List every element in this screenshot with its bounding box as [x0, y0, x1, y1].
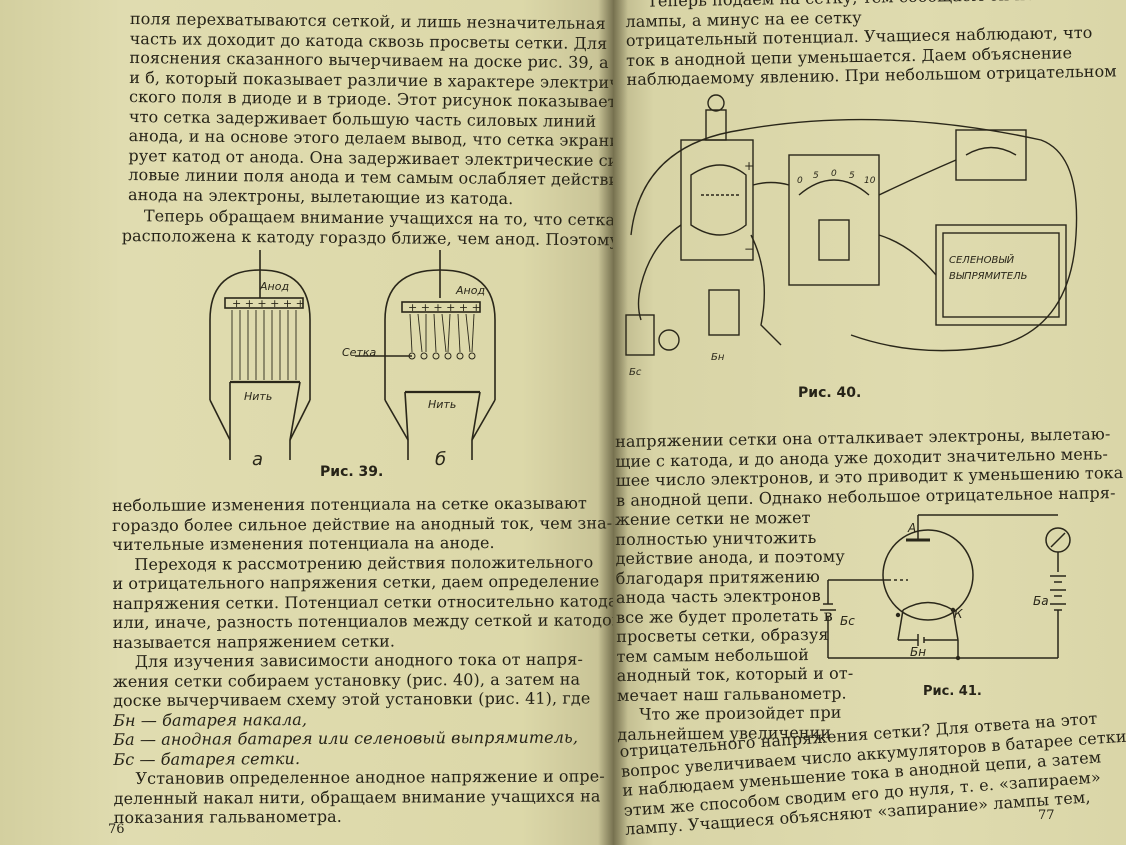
lamp-bulb	[690, 164, 747, 236]
text-line: жение сетки не может	[615, 507, 811, 529]
text-line: небольшие изменения потенциала на сетке …	[112, 493, 587, 515]
scale-mark: 0	[797, 176, 803, 186]
text-line: или, иначе, разность потенциалов между с…	[112, 610, 613, 632]
battery-bn	[708, 289, 740, 336]
text-line: чительные изменения потенциала на аноде.	[112, 532, 495, 554]
page-number-right: 77	[1038, 808, 1055, 823]
right-page: Теперь подаем на сетку, тем сообщаем ей …	[613, 0, 1126, 845]
minus-sign: −	[744, 242, 754, 256]
text-line: доске вычерчиваем схему этой установки (…	[113, 688, 591, 710]
text-line: Бс — батарея сетки.	[113, 748, 301, 769]
scale-mark: 10	[864, 176, 876, 186]
text-line: Для изучения зависимости анодного тока о…	[134, 649, 584, 671]
lamp-panel	[680, 139, 754, 261]
figure-41-caption: Рис. 41.	[923, 684, 982, 699]
text-line: гораздо более сильное действие на анодны…	[112, 512, 613, 535]
svg-text:+ + + + + +: + + + + + +	[232, 297, 305, 310]
left-top-paragraph: поля перехватываются сеткой, и лишь незн…	[128, 9, 613, 209]
left-bottom-paragraph: небольшие изменения потенциала на сетке …	[112, 493, 613, 827]
text-line: полностью уничтожить	[615, 527, 817, 549]
label-cathode: К	[954, 607, 963, 621]
lamp-socket	[705, 109, 727, 141]
svg-text:+ + + + + +: + + + + + +	[408, 301, 481, 314]
text-line: Что же произойдет при	[639, 702, 842, 724]
scale-mark: 5	[813, 171, 819, 181]
text-line: Переходя к рассмотрению действия положит…	[134, 551, 594, 574]
text-line: мечает наш гальванометр.	[616, 683, 847, 705]
anode-label-a: Анод	[259, 280, 289, 293]
label-bs: Бс	[840, 614, 855, 628]
rectifier-label-2: ВЫПРЯМИТЕЛЬ	[949, 271, 1027, 282]
scale-mark: 5	[849, 171, 855, 181]
anode-label-b: Анод	[455, 284, 485, 297]
text-line: называется напряжением сетки.	[112, 631, 396, 652]
text-line: действие анода, и поэтому	[615, 546, 845, 568]
left-page: поля перехватываются сеткой, и лишь незн…	[0, 0, 613, 845]
outline-wire	[630, 118, 1078, 352]
figure-39: + + + + + + + + + + + + Анод Анод Нить Н…	[209, 250, 496, 470]
text-line: Установив определенное анодное напряжени…	[135, 766, 605, 788]
filament-label-a: Нить	[244, 390, 272, 403]
diode-anode-plate	[224, 297, 304, 309]
sub-label-a: а	[252, 449, 263, 470]
text-line: и отрицательного напряжения сетки, даем …	[112, 571, 600, 593]
text-line: Ба — анодная батарея или селеновый выпря…	[113, 727, 579, 749]
voltmeter-box	[955, 129, 1027, 181]
scale-mark: 0	[831, 169, 837, 179]
label-bn: Бн	[711, 352, 725, 363]
text-line: жения сетки собираем установку (рис. 40)…	[112, 669, 581, 691]
right-middle-paragraph: напряжении сетки она отталкивает электро…	[615, 424, 1124, 510]
figure-39-caption: Рис. 39.	[320, 464, 384, 480]
text-line: благодаря притяжению	[615, 566, 820, 588]
filament-label-b: Нить	[428, 398, 456, 411]
label-bs: Бс	[629, 367, 642, 378]
battery-bs	[625, 314, 655, 356]
figure-40-caption: Рис. 40.	[798, 385, 862, 401]
lamp-circle	[882, 529, 974, 621]
label-anode: А	[907, 521, 916, 535]
text-line: напряжения сетки. Потенциал сетки относи…	[112, 590, 613, 613]
figure-40: 0 5 0 5 10 + − СЕЛЕНОВЫЙ ВЫПРЯМИТЕЛЬ Бн …	[625, 94, 1078, 378]
text-line: показания гальванометра.	[113, 806, 343, 827]
text-line: деленный накал нити, обращаем внимание у…	[113, 785, 601, 808]
label-ba: Ба	[1033, 594, 1049, 608]
triode-field-lines	[409, 313, 475, 353]
text-line: расположена к катоду гораздо ближе, чем …	[121, 225, 613, 249]
triode-anode-plate	[401, 301, 481, 313]
rectifier-label-1: СЕЛЕНОВЫЙ	[949, 253, 1015, 266]
page-number-left: 76	[108, 822, 125, 837]
book-gutter	[598, 0, 628, 845]
text-line: Бн — батарея накала,	[113, 709, 308, 730]
label-bn: Бн	[910, 645, 926, 659]
grid-wires	[408, 352, 476, 360]
diode-field-lines	[231, 310, 297, 380]
battery-ba-cells	[1050, 575, 1066, 611]
figure-41: А К Ба Бс Бн	[820, 514, 1071, 661]
sub-label-b: б	[435, 449, 446, 470]
grid-label: Сетка	[342, 346, 377, 359]
right-top-paragraph: Теперь подаем на сетку, тем сообщаем ей …	[625, 0, 1117, 89]
plus-sign: +	[744, 159, 754, 173]
galvanometer-box	[788, 154, 880, 286]
left-paragraph-2: Теперь обращаем внимание учащихся на то,…	[122, 206, 613, 249]
